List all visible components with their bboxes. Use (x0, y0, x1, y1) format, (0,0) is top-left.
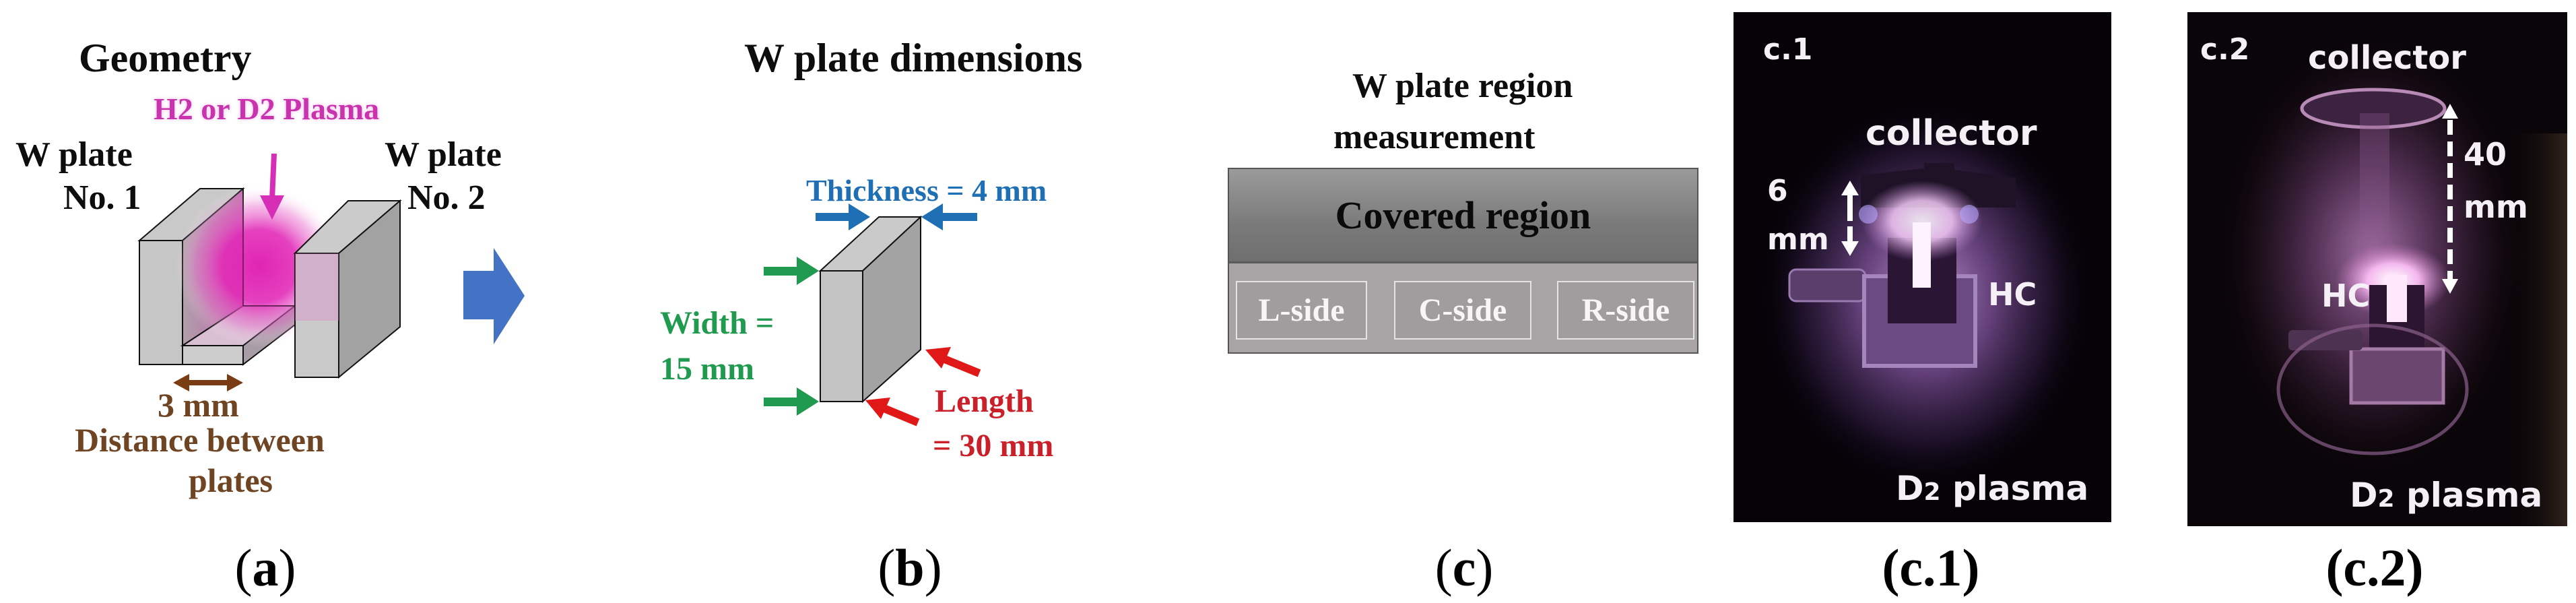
next-arrow-icon (463, 248, 525, 344)
distance-double-arrow-icon (1841, 181, 1859, 256)
dimensions-title: W plate dimensions (744, 36, 1083, 80)
gap-value: 3 mm (158, 386, 239, 424)
c2-distance-unit: mm (2464, 189, 2528, 225)
thickness-arrows-icon (816, 203, 977, 230)
c-side-region: C-side (1394, 281, 1531, 340)
c1-distance-unit: mm (1767, 222, 1829, 257)
geometry-title: Geometry (79, 36, 252, 80)
hollow-cathode-scene-c2 (2218, 32, 2567, 526)
plasma-arrow-icon (260, 153, 284, 220)
c1-tag: c.1 (1763, 32, 1813, 67)
hollow-cathode-scene-c1 (1758, 100, 2094, 490)
c1-collector-label: collector (1865, 113, 2037, 154)
c2-plasma-label: D2 plasma (2350, 476, 2543, 515)
width-label-line2: 15 mm (660, 351, 754, 387)
caption-b: (b) (878, 538, 942, 597)
distance-dashed-arrow-icon (2442, 104, 2458, 294)
c2-collector-label: collector (2308, 39, 2466, 77)
length-label-line2: = 30 mm (933, 428, 1054, 464)
caption-a: (a) (234, 538, 296, 597)
gap-double-arrow-icon (173, 374, 243, 391)
gap-label-line1: Distance between (75, 421, 325, 459)
gap-label-line2: plates (189, 462, 273, 499)
region-title-line1: W plate region (1352, 67, 1573, 105)
plate1-label-line2: No. 1 (63, 179, 141, 217)
c2-distance-value: 40 (2464, 136, 2507, 172)
geometry-diagram (137, 153, 525, 391)
c1-distance-value: 6 (1767, 174, 1788, 208)
c2-hc-label: HC (2321, 278, 2371, 314)
plasma-label: H2 or D2 Plasma (154, 92, 380, 126)
width-arrows-icon (764, 257, 819, 416)
caption-c1: (c.1) (1882, 538, 1980, 597)
width-label-line1: Width = (660, 305, 774, 341)
plate2-label-line1: W plate (385, 135, 502, 174)
caption-c2: (c.2) (2325, 538, 2424, 597)
photo-c2: c.2 collector 40 mm HC D2 plasma (2187, 12, 2567, 526)
r-side-region: R-side (1557, 281, 1694, 340)
thickness-label: Thickness = 4 mm (806, 173, 1047, 208)
length-label-line1: Length (935, 383, 1034, 419)
c1-plasma-label: D2 plasma (1896, 469, 2089, 508)
plate2-label-line2: No. 2 (407, 179, 486, 217)
c1-hc-label: HC (1988, 276, 2037, 313)
w-plate-block (818, 215, 923, 404)
caption-c: (c) (1434, 538, 1494, 597)
plate1-label-line1: W plate (15, 135, 133, 174)
covered-region-box: Covered region L-side C-side R-side (1228, 168, 1698, 354)
photo-c1: c.1 collector 6 mm HC D2 plasma (1733, 12, 2111, 522)
l-side-region: L-side (1236, 281, 1367, 340)
region-title-line2: measurement (1333, 118, 1535, 156)
covered-region-header: Covered region (1229, 169, 1697, 263)
c2-tag: c.2 (2200, 32, 2250, 67)
w-plate-2 (293, 199, 402, 379)
length-arrows-icon (865, 347, 981, 426)
dimensions-diagram (764, 203, 981, 426)
